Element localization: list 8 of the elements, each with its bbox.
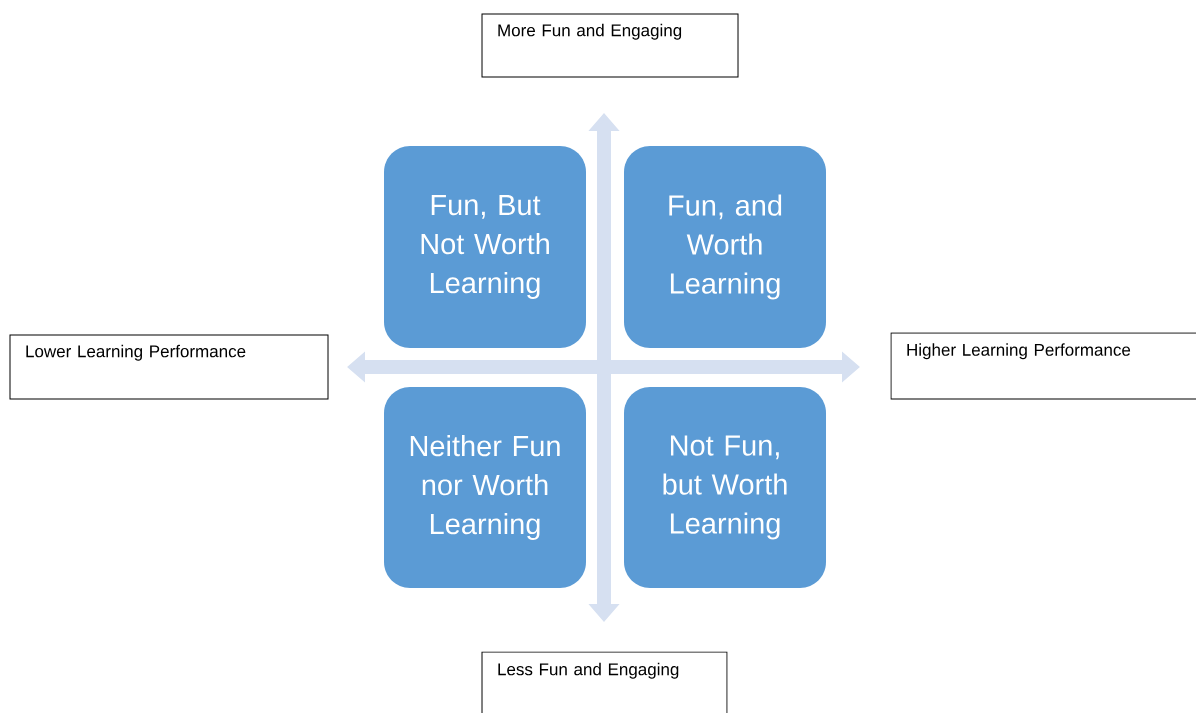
label-box: Lower Learning Performance	[9, 334, 329, 400]
quadrant-box: Fun, But Not Worth Learning	[384, 146, 586, 348]
label-box: More Fun and Engaging	[481, 13, 739, 78]
quadrant-box: Fun, and Worth Learning	[624, 146, 826, 348]
quadrant-box: Neither Fun nor Worth Learning	[384, 387, 586, 588]
label-box: Higher Learning Performance	[890, 332, 1196, 400]
label-box: Less Fun and Engaging	[481, 651, 728, 713]
quadrant-box: Not Fun, but Worth Learning	[624, 387, 826, 588]
